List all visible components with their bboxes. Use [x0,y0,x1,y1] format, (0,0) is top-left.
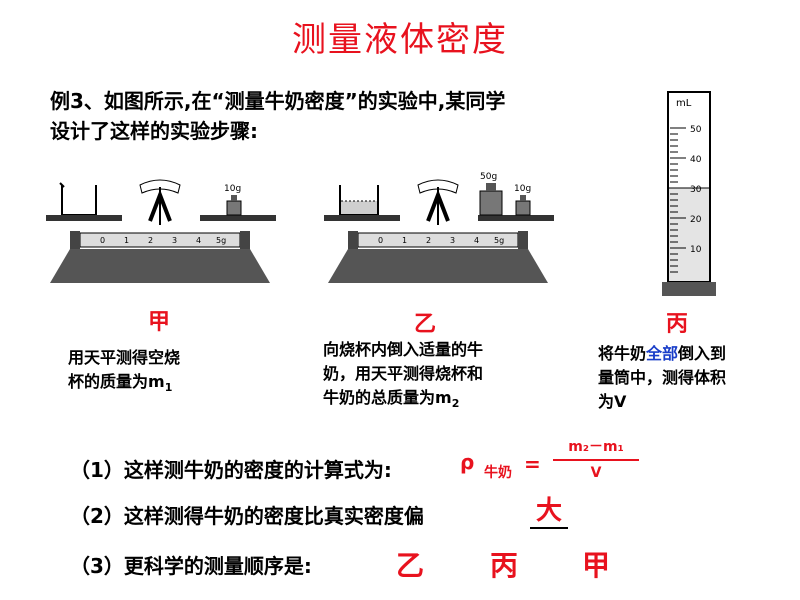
cylinder-ticks: 50 40 30 20 10 [690,125,702,255]
weight-label-jia: 10g [224,184,241,194]
svg-text:0: 0 [378,236,383,245]
svg-text:1: 1 [124,236,129,245]
intro-line-1: 例3、如图所示,在“测量牛奶密度”的实验中,某同学 [50,89,506,113]
weight-10g-icon [515,195,531,216]
svg-text:40: 40 [690,155,702,165]
caption-bing: 将牛奶全部倒入到 量筒中，测得体积 为V [598,344,727,411]
graduated-cylinder: mL 50 40 30 20 10 [662,91,716,296]
left-pan [46,215,122,221]
label-jia: 甲 [148,310,171,335]
weight-50g-icon [479,183,503,216]
label-yi: 乙 [414,312,437,337]
caption-jia: 用天平测得空烧 杯的质量为m1 [68,348,181,395]
weight-label-yi-10: 10g [514,184,531,194]
fraction-denominator: V [590,465,602,481]
svg-text:5g: 5g [216,236,226,245]
weight-label-yi-50: 50g [480,172,497,182]
svg-text:2: 2 [148,236,153,245]
question-3: （3）更科学的测量顺序是: [70,554,312,578]
svg-text:5g: 5g [494,236,504,245]
svg-text:1: 1 [402,236,407,245]
cylinder-base [662,282,716,296]
equals-sign: = [524,452,541,476]
answer-3-third: 甲 [582,549,611,582]
svg-text:4: 4 [474,236,479,245]
balance-dial [417,179,459,225]
svg-text:2: 2 [426,236,431,245]
balance-figure-yi: 50g 10g 0 1 2 3 4 5g [324,172,554,283]
beaker-with-milk [339,185,379,216]
label-bing: 丙 [666,312,689,337]
svg-text:3: 3 [172,236,177,245]
balance-figure-jia: 10g 0 1 2 3 4 5g [46,179,276,283]
svg-text:3: 3 [450,236,455,245]
question-2: （2）这样测得牛奶的密度比真实密度偏 [70,504,424,528]
balance-base [50,249,270,283]
svg-text:20: 20 [690,215,702,225]
caption-yi: 向烧杯内倒入适量的牛 奶，用天平测得烧杯和 牛奶的总质量为m2 [323,340,484,411]
fraction-numerator: m₂－m₁ [568,439,624,455]
svg-text:0: 0 [100,236,105,245]
balance-dial [139,179,181,225]
fraction-bar [553,459,639,461]
beam-scale: 0 1 2 3 4 5g [378,236,504,245]
cylinder-unit: mL [676,98,692,109]
svg-text:50: 50 [690,125,702,135]
answer-2: 大 [530,490,568,529]
empty-beaker [59,182,97,216]
right-pan [200,215,276,221]
rho-symbol: ρ [460,450,475,474]
problem-intro: 例3、如图所示,在“测量牛奶密度”的实验中,某同学 设计了这样的实验步骤: [50,86,640,146]
answer-3-second: 丙 [490,549,519,582]
question-1: （1）这样测牛奶的密度的计算式为: [70,458,392,482]
svg-text:4: 4 [196,236,201,245]
svg-text:10: 10 [690,245,702,255]
page-title: 测量液体密度 [292,20,508,60]
weight-10g-icon [226,195,242,216]
rho-subscript: 牛奶 [484,465,512,481]
emphasis-all: 全部 [646,344,679,363]
svg-text:30: 30 [690,185,702,195]
intro-line-2: 设计了这样的实验步骤: [50,119,258,143]
answer-3-first: 乙 [396,549,425,582]
beam-scale: 0 1 2 3 4 5g [100,236,226,245]
